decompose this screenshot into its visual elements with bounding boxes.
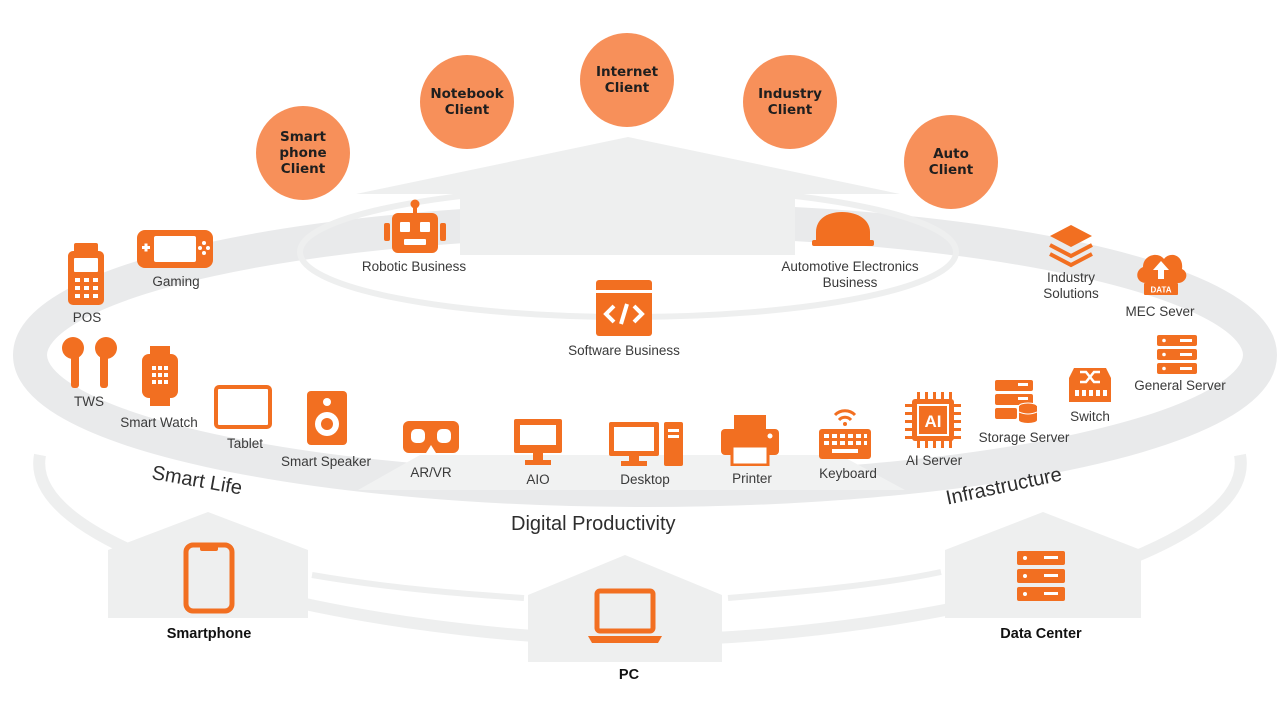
label-general-server: General Server (1134, 378, 1226, 393)
svg-text:AI: AI (925, 412, 942, 431)
house-connector-right (727, 569, 942, 601)
center-house (356, 137, 900, 255)
speaker-icon (307, 391, 347, 445)
aio-monitor-icon (514, 419, 562, 465)
label-smart-watch: Smart Watch (120, 415, 198, 430)
data-badge: DATA (1150, 286, 1171, 295)
label-automotive-business: Automotive Electronics Business (781, 259, 919, 290)
vr-headset-icon (403, 421, 459, 453)
keyboard-icon (819, 409, 871, 459)
section-digital-productivity: Digital Productivity (511, 513, 676, 535)
smartwatch-icon (142, 346, 178, 406)
client-smartphone: Smart phone Client (256, 106, 350, 200)
datacenter-server-icon (1017, 551, 1065, 601)
label-mec-server: MEC Sever (1125, 304, 1195, 319)
general-server-icon (1157, 335, 1197, 374)
client-internet: Internet Client (580, 33, 674, 127)
smartphone-house (108, 512, 308, 618)
label-gaming: Gaming (152, 274, 200, 289)
ai-chip-icon: AI (905, 392, 961, 448)
label-ai-server: AI Server (905, 453, 963, 468)
gamepad-icon (137, 230, 213, 268)
layers-icon (1049, 225, 1093, 268)
label-smart-speaker: Smart Speaker (280, 454, 372, 469)
label-tablet: Tablet (226, 436, 264, 451)
robot-icon (384, 199, 446, 253)
cloud-upload-icon: DATA (1137, 254, 1187, 295)
car-icon (812, 212, 874, 246)
house-connector-left (311, 572, 525, 601)
client-industry: Industry Client (743, 55, 837, 149)
tablet-icon (214, 385, 272, 429)
label-arvr: AR/VR (410, 465, 452, 480)
desktop-icon (609, 422, 683, 466)
label-desktop: Desktop (620, 472, 670, 487)
label-pc: PC (618, 667, 640, 683)
printer-icon (721, 415, 779, 466)
label-switch: Switch (1070, 409, 1110, 424)
label-pos: POS (72, 310, 102, 325)
pos-terminal-icon (68, 243, 104, 305)
code-icon (596, 280, 652, 336)
label-robotic-business: Robotic Business (361, 259, 467, 274)
network-switch-icon (1069, 368, 1111, 402)
client-notebook: Notebook Client (420, 55, 514, 149)
label-industry-solutions: Industry Solutions (1043, 270, 1099, 301)
storage-server-icon (995, 380, 1038, 423)
pc-house (528, 555, 722, 662)
label-software-business: Software Business (568, 343, 680, 358)
label-keyboard: Keyboard (819, 466, 877, 481)
smartphone-icon (183, 542, 235, 614)
label-printer: Printer (732, 471, 772, 486)
label-smartphone: Smartphone (166, 626, 252, 642)
label-tws: TWS (74, 394, 104, 409)
label-aio: AIO (526, 472, 550, 487)
earbuds-icon (62, 337, 117, 388)
laptop-icon (588, 588, 662, 643)
client-auto: Auto Client (904, 115, 998, 209)
label-storage-server: Storage Server (978, 430, 1070, 445)
label-data-center: Data Center (1000, 626, 1082, 642)
